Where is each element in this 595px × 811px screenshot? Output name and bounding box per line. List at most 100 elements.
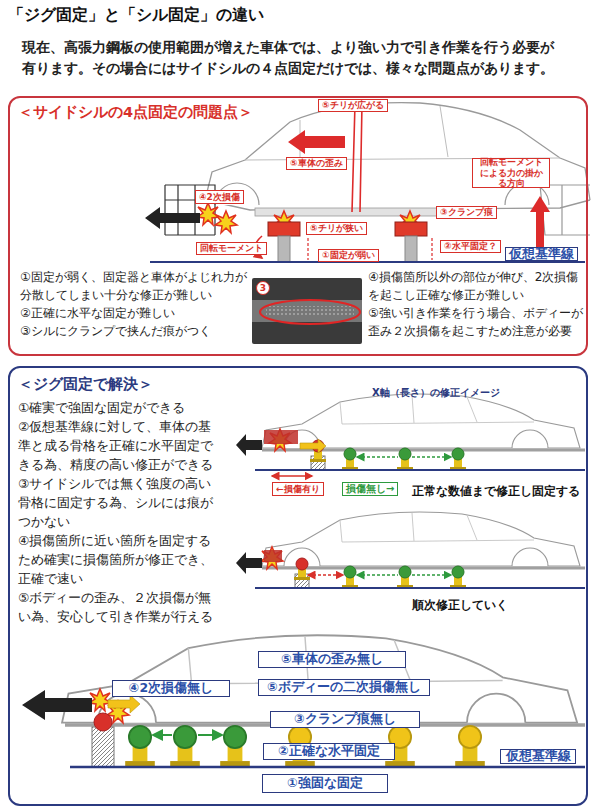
callout-box: ④2次損傷 [195,190,244,204]
callout-box: ⑤ボディーの二次損傷無し [258,679,430,696]
jig-diagram-main [92,727,114,767]
jig-diagram-2 [261,547,283,569]
panel-heading: ＜ジグ固定で解決＞ [18,375,318,393]
callout-box: ②水平固定？ [440,240,501,253]
jig-diagram-2 [308,574,343,576]
clamp-mark-photo [266,306,354,317]
callout-box: ③クランプ痕無し [270,711,420,728]
jig-diagram-2 [262,567,585,570]
jig-diagram-2 [357,574,451,576]
list-item: ④損傷箇所に近い箇所を固定するため確実に損傷箇所が修正でき、正確で速い [18,531,223,588]
force-arrow [255,130,550,260]
jig-diagram-main [455,726,485,767]
sill-car-illustration [205,103,590,216]
jig-diagram-2 [262,512,580,566]
callout-box: ①固定が弱い [318,249,379,262]
intro-text: 現在、高張力鋼板の使用範囲が増えた車体では、より強い力で引き作業を行う必要が有り… [22,37,567,79]
sill-car-illustration [352,104,362,212]
callout-text: ⑤車体の歪み [290,158,343,168]
list-item: ①確実で強固な固定ができる [18,398,223,417]
callout-text: 回転モーメントによる力の掛かる方向 [476,157,546,188]
jig-diagram-2 [255,587,585,589]
clamp-mark-photo [252,278,362,344]
list-item: ③サイドシルでは無く強度の高い骨格に固定する為、シルには痕がつかない [18,474,223,531]
callout-text: 仮想基準線 [509,247,574,261]
callout-text: ②水平固定？ [444,241,497,251]
list-item: ②正確に水平な固定が難しい [20,304,252,322]
front-fixture [215,211,237,233]
callout-text: ②正確な水平固定 [278,744,380,758]
callout-text: ①固定が弱い [322,250,375,260]
list-item: ②仮想基準線に対して、車体の基準と成る骨格を正確に水平固定できる為、精度の高い修… [18,417,223,474]
jig-diagram-main [125,726,155,767]
callout-box: 回転モーメントによる力の掛かる方向 [472,158,550,188]
jig-diagram-1 [255,469,585,471]
problem-panel: ＜サイドシルの4点固定の問題点＞①固定が弱く、固定器と車体がよじれ力が分散してし… [8,96,588,356]
callout-text: ⑤チリが広がる [322,100,384,110]
force-arrow [530,196,550,250]
jig-diagram-2 [450,566,466,588]
jig-diagram-2 [294,558,310,580]
sill-car-illustration [205,103,590,200]
list-item: ⑤ボディーの歪み、２次損傷が無い為、安心して引き作業が行える [18,588,223,626]
sill-clamp [268,211,427,262]
jig-diagram-1 [262,394,580,448]
jig-diagram-main [70,766,585,769]
callout-box: ③クランプ痕 [436,206,497,219]
jig-diagram-main [220,726,250,767]
step-note: 正常な数値まで修正し固定する [412,484,580,499]
jig-diagram-1 [300,439,326,453]
callout-text: 損傷無し→ [346,483,394,495]
callout-text: ④2次損傷無し [129,681,213,695]
sill-clamp [278,236,290,262]
callout-text: 仮想基準線 [506,749,571,763]
callout-box: ⑤車体の歪み [286,157,347,170]
callout-text: 3 [260,283,266,293]
callout-text: ⑤ボディーの二次損傷無し [267,680,421,694]
callout-text: ←損傷有り [276,484,320,494]
jig-diagram-1 [272,475,312,477]
callout-box: ⑤チリが狭い [306,222,367,235]
callout-text: ③クランプ痕無し [294,712,396,726]
jig-diagram-main [22,635,585,767]
sill-clamp [395,222,427,236]
callout-text: ⑤チリが狭い [310,223,363,233]
sill-clamp [268,222,300,236]
callout-box: ②正確な水平固定 [263,743,395,760]
damage-tag: ←損傷有り [272,482,324,496]
jig-diagram-1 [397,448,413,470]
list-item: ④損傷箇所以外の部位が伸び、2次損傷を起こし正確な修正が難しい [368,268,586,304]
jig-diagram-main [22,690,92,720]
jig-diagram-2 [397,566,413,588]
force-arrow [288,130,345,154]
callout-box: 回転モーメント [196,242,267,255]
callout-box: ⑤車体の歪み無し [258,651,406,668]
callout-text: ⑤車体の歪み無し [281,652,383,666]
list-item: ③シルにクランプで挟んだ痕がつく [20,322,252,340]
callout-text: ④2次損傷 [199,192,240,202]
jig-diagram-2 [342,566,358,588]
jig-diagram-1 [264,430,298,444]
jig-diagram-main [170,726,200,767]
jig-diagram-2 [236,512,585,588]
jig-diagram-main [62,635,577,722]
front-fixture [197,203,219,225]
reference-box: 仮想基準線 [500,749,576,764]
callout-box: ⑤チリが広がる [318,99,388,112]
jig-diagram-1 [342,448,358,470]
list-item: ⑤強い引き作業を行う場合、ボディーが歪み２次損傷を起こすため注意が必要 [368,304,586,340]
solution-panel: ＜ジグ固定で解決＞ ①確実で強固な固定ができる②仮想基準線に対して、車体の基準と成… [8,366,588,806]
page-title: 「ジグ固定」と「シル固定」の違い [8,5,264,26]
sill-car-illustration [245,106,560,160]
clamp-mark-photo [260,300,360,324]
jig-diagram-main [94,713,112,731]
jig-diagram-2 [264,550,282,562]
jig-diagram-1 [236,394,585,476]
jig-diagram-main [108,695,140,713]
jig-diagram-1 [357,456,451,458]
reference-box: 仮想基準線 [505,247,578,261]
callout-text: 回転モーメント [200,243,263,253]
clamp-mark-photo [252,278,362,344]
diagram-caption: X軸（長さ）の修正イメージ [372,386,500,400]
